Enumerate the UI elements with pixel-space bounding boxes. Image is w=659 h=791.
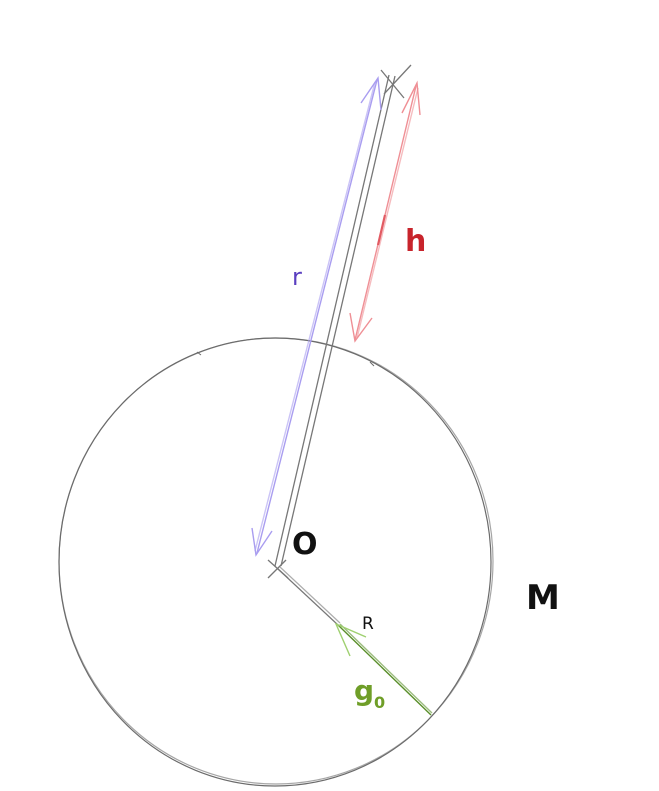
planet-circle [58, 337, 494, 787]
mass-label: M [526, 578, 560, 618]
g0-arrow [334, 622, 433, 716]
planet-radius-label: R [362, 614, 374, 634]
r-label: r [292, 263, 302, 291]
origin-label: O [292, 527, 318, 562]
planet-radius-line [277, 566, 341, 626]
r-arrow [251, 75, 382, 557]
h-label: h [405, 224, 426, 259]
g0-label: g0 [354, 674, 385, 712]
radius-line [267, 64, 412, 579]
h-arrow [349, 80, 421, 343]
